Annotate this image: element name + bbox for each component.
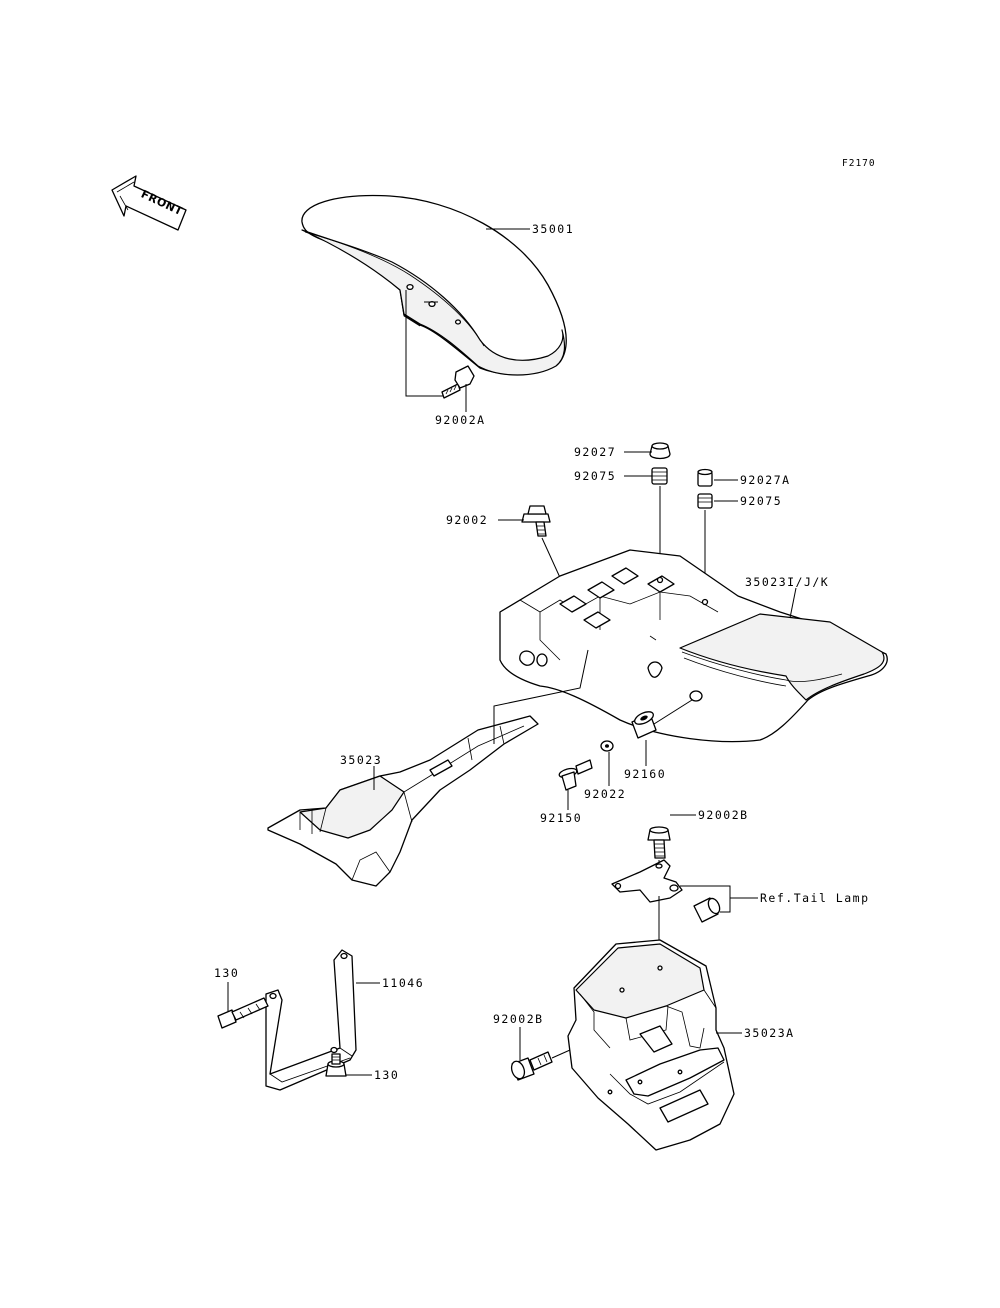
rear-flap-housing xyxy=(567,939,735,1151)
label-35023IJK: 35023I/J/K xyxy=(745,575,829,589)
rear-bolt-92002 xyxy=(521,505,551,537)
washer-92022 xyxy=(600,740,614,752)
collar-92027A xyxy=(697,468,713,487)
grommet-92027 xyxy=(649,442,671,460)
label-92150: 92150 xyxy=(540,811,582,825)
stud-92150 xyxy=(558,759,593,791)
tail-lamp-bracket xyxy=(611,859,683,903)
spacer-92075-left xyxy=(651,467,668,485)
label-92075-right: 92075 xyxy=(740,494,782,508)
label-130-upper: 130 xyxy=(214,966,239,980)
label-92002B-top: 92002B xyxy=(698,808,749,822)
bracket-bolt-92002B xyxy=(647,826,671,859)
rear-fender xyxy=(499,549,888,743)
tail-lamp-bolt xyxy=(693,897,721,923)
label-ref-tail-lamp: Ref.Tail Lamp xyxy=(760,891,870,905)
housing-bolt-92002B xyxy=(510,1051,553,1081)
label-11046: 11046 xyxy=(382,976,424,990)
bolt-130-upper xyxy=(217,997,269,1029)
spacer-92075-right xyxy=(697,493,713,509)
front-arrow-icon: FRONT xyxy=(111,175,187,231)
label-92002B-lower: 92002B xyxy=(493,1012,544,1026)
label-130-lower: 130 xyxy=(374,1068,399,1082)
damper-92160 xyxy=(631,711,657,739)
front-fender xyxy=(301,194,567,376)
inner-fender xyxy=(267,715,539,887)
label-35023A: 35023A xyxy=(744,1026,795,1040)
label-92022: 92022 xyxy=(584,787,626,801)
fender-bolt xyxy=(441,365,475,399)
label-92075-left: 92075 xyxy=(574,469,616,483)
label-92160: 92160 xyxy=(624,767,666,781)
bolt-130-lower xyxy=(325,1053,347,1077)
label-35023: 35023 xyxy=(340,753,382,767)
label-92027: 92027 xyxy=(574,445,616,459)
figure-code: F2170 xyxy=(842,158,876,169)
label-35001: 35001 xyxy=(532,222,574,236)
label-92002: 92002 xyxy=(446,513,488,527)
label-92027A: 92027A xyxy=(740,473,791,487)
label-92002A: 92002A xyxy=(435,413,486,427)
